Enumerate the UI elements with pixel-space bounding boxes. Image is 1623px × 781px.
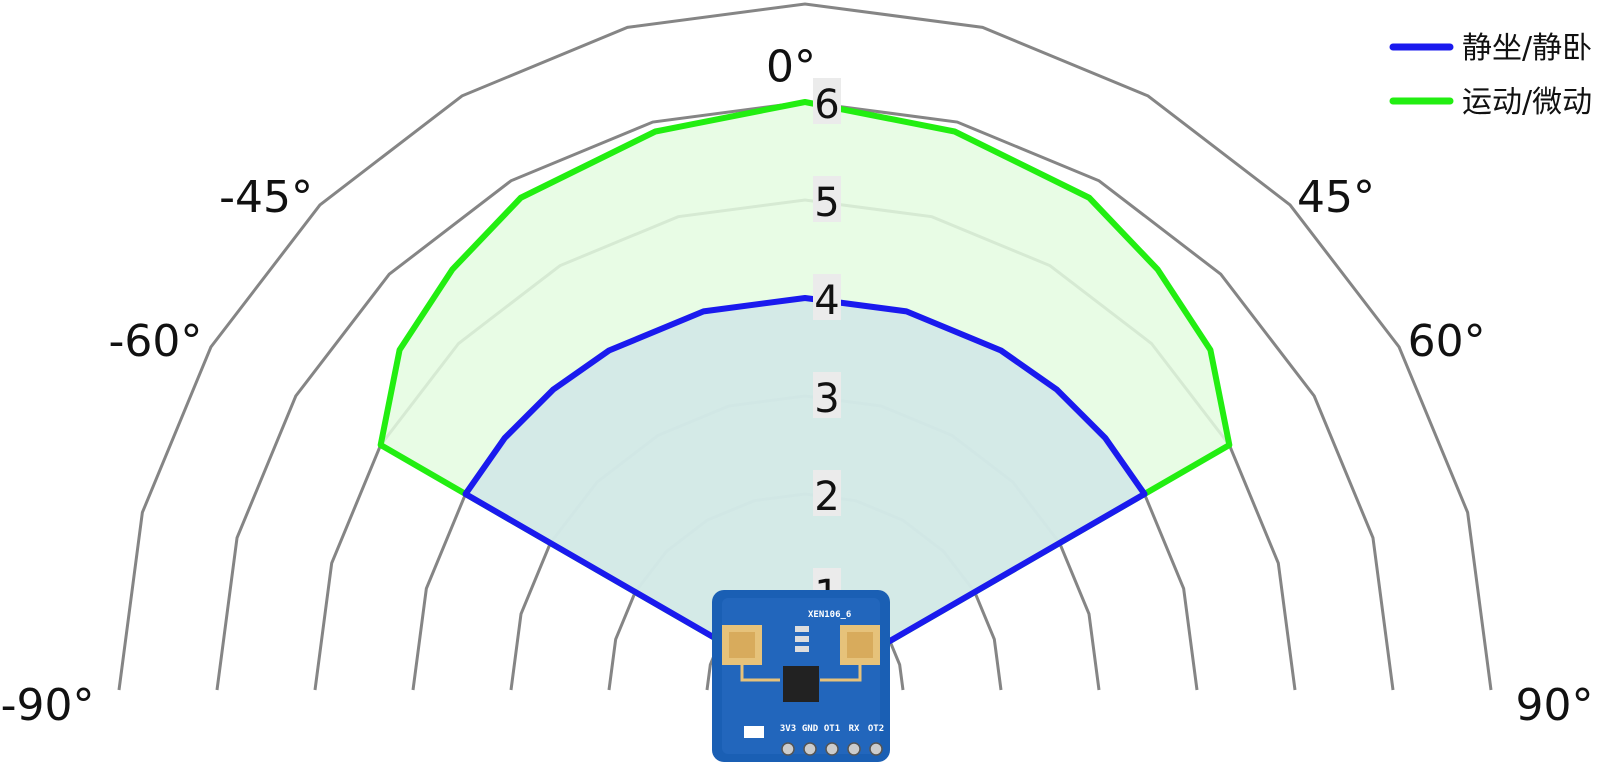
radial-tick-label: 4 — [814, 278, 839, 324]
legend: 静坐/静卧 运动/微动 — [1389, 31, 1592, 120]
radial-tick-label: 2 — [814, 474, 839, 520]
angle-tick-label: -60° — [109, 316, 203, 367]
radial-tick-label: 5 — [814, 180, 839, 226]
pcb-component — [795, 646, 809, 652]
legend-item-static: 静坐/静卧 — [1389, 31, 1592, 66]
radar-module-image: XEN106_6 3V3 GND OT1 RX OT2 — [712, 590, 890, 762]
radial-tick-bg — [813, 274, 841, 320]
radial-tick-bg — [813, 176, 841, 222]
pcb-component — [744, 726, 764, 738]
legend-label-static: 静坐/静卧 — [1462, 31, 1592, 66]
angle-tick-label: 60° — [1408, 316, 1486, 367]
pcb-pin-label: 3V3 — [780, 724, 796, 734]
pcb-pin — [847, 742, 861, 756]
legend-label-motion: 运动/微动 — [1462, 85, 1592, 120]
pcb-pin-header: 3V3 GND OT1 RX OT2 — [780, 724, 884, 756]
pcb-pin — [825, 742, 839, 756]
pcb-model-label: XEN106_6 — [808, 610, 851, 620]
legend-item-motion: 运动/微动 — [1389, 85, 1592, 120]
angle-tick-label: 45° — [1297, 172, 1375, 223]
radial-tick-bg — [813, 78, 841, 124]
pcb-component — [795, 626, 809, 632]
radial-tick-label: 6 — [814, 82, 839, 128]
pcb-pin-label: OT2 — [868, 724, 884, 734]
grid-ring — [117, 2, 1493, 691]
radial-tick-bg — [813, 470, 841, 516]
pcb-pin-label: RX — [849, 724, 860, 734]
pcb-feed-lines — [740, 665, 862, 682]
angle-tick-label: 0° — [766, 42, 816, 93]
pcb-antenna-pad-left-inner — [729, 632, 755, 658]
pcb-pin — [803, 742, 817, 756]
pcb-pin-label: OT1 — [824, 724, 840, 734]
pcb-component — [795, 636, 809, 642]
angle-tick-label: -45° — [219, 172, 313, 223]
radial-tick-label: 3 — [814, 376, 839, 422]
angle-tick-labels: -90° -60° -45° 0° 45° 60° 90° — [1, 42, 1594, 731]
pcb-pin-label: GND — [802, 724, 819, 734]
angle-tick-label: 90° — [1516, 680, 1594, 731]
pcb-antenna-pad-right-inner — [847, 632, 873, 658]
series-layer — [377, 99, 1233, 693]
radial-tick-bg — [813, 372, 841, 418]
pcb-pin — [781, 742, 795, 756]
pcb-chip — [783, 666, 819, 702]
series-area-static — [462, 295, 1148, 693]
pcb-pin — [869, 742, 883, 756]
angle-tick-label: -90° — [1, 680, 95, 731]
